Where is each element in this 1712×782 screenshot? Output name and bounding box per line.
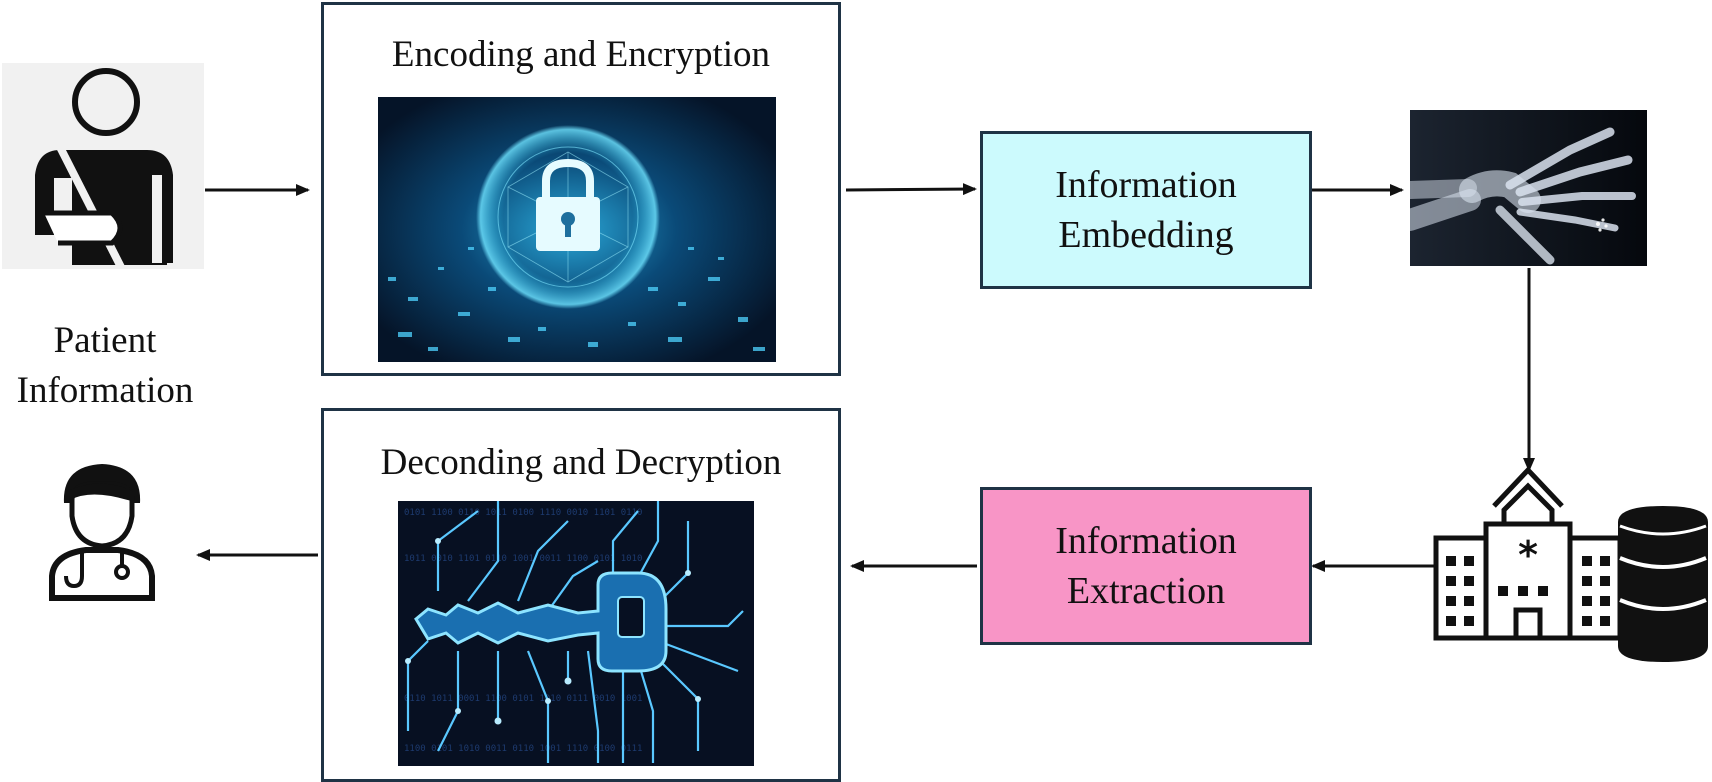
extraction-line1: Information xyxy=(1055,520,1237,562)
svg-text:0110 1011 0001 1100 0101 1010: 0110 1011 0001 1100 0101 1010 0111 0010 … xyxy=(404,694,642,704)
hospital-building-icon: * xyxy=(1433,466,1622,641)
svg-text:1011 0010 1101 0110 1001 0011: 1011 0010 1101 0110 1001 0011 1100 0101 … xyxy=(404,554,642,564)
extraction-line2: Extraction xyxy=(1066,570,1226,612)
svg-text:1100 0101 1010 0011 0110 1001: 1100 0101 1010 0011 0110 1001 1110 0100 … xyxy=(404,744,642,754)
patient-icon-panel xyxy=(2,63,204,269)
svg-text:0101 1100 0110 1011 0100 1110: 0101 1100 0110 1011 0100 1110 0010 1101 … xyxy=(404,508,642,518)
svg-text:*: * xyxy=(1518,533,1538,577)
embedding-line2: Embedding xyxy=(1058,214,1234,256)
arrow-encoding-to-embedding xyxy=(845,183,977,196)
patient-label-line2: Information xyxy=(16,370,194,411)
encoding-title: Encoding and Encryption xyxy=(391,34,771,75)
patient-label-line1: Patient xyxy=(53,320,157,361)
hand-xray-image xyxy=(1410,110,1647,266)
patient-information-label: Patient Information xyxy=(0,316,210,416)
patient-with-arm-sling-icon xyxy=(35,68,173,269)
database-icon xyxy=(1618,506,1708,662)
information-embedding-box: Information Embedding xyxy=(980,131,1312,289)
information-extraction-box: Information Extraction xyxy=(980,487,1312,645)
embedding-line1: Information xyxy=(1055,164,1237,206)
digital-padlock-image xyxy=(378,97,776,362)
circuit-key-image: 0101 1100 0110 1011 0100 1110 0010 1101 … xyxy=(398,501,754,766)
decoding-title: Deconding and Decryption xyxy=(380,442,782,483)
decoding-decryption-frame: Deconding and Decryption 0101 1100 0110 … xyxy=(321,408,841,782)
doctor-with-stethoscope-icon xyxy=(49,464,155,601)
encoding-encryption-frame: Encoding and Encryption xyxy=(321,2,841,376)
